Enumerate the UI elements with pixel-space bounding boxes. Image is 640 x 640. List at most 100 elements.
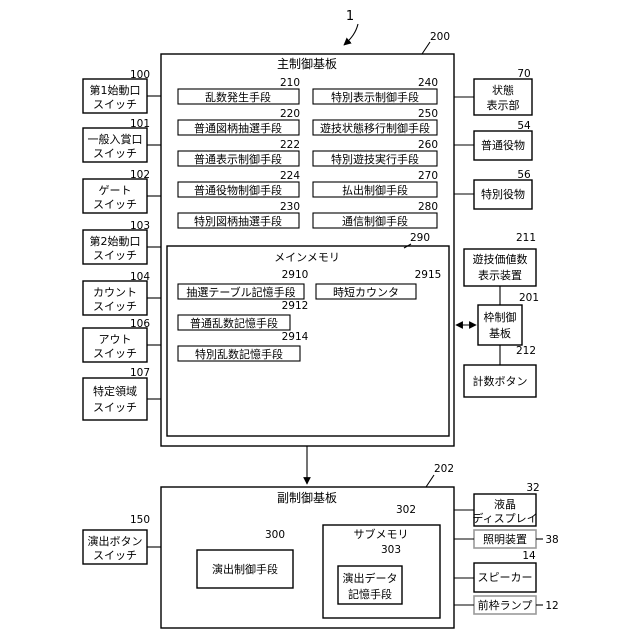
svg-text:スイッチ: スイッチ (93, 549, 137, 562)
main-output-column: 状態 表示部 70 普通役物 54 特別役物 56 (454, 68, 532, 209)
svg-text:普通表示制御手段: 普通表示制御手段 (194, 152, 282, 166)
switch-count: カウント スイッチ 104 (83, 271, 161, 315)
front-frame-lamp: 前枠ランプ 12 (454, 596, 559, 614)
svg-text:150: 150 (130, 514, 150, 526)
svg-text:2914: 2914 (282, 331, 309, 343)
svg-text:枠制御: 枠制御 (484, 310, 517, 324)
svg-text:スイッチ: スイッチ (93, 347, 137, 360)
svg-text:302: 302 (396, 504, 416, 516)
svg-text:乱数発生手段: 乱数発生手段 (205, 90, 271, 104)
svg-text:250: 250 (418, 108, 438, 120)
svg-text:230: 230 (280, 201, 300, 213)
svg-text:演出ボタン: 演出ボタン (88, 534, 143, 548)
svg-text:32: 32 (526, 482, 539, 494)
svg-text:液晶: 液晶 (494, 497, 516, 511)
main-memory-ref: 290 (410, 232, 430, 244)
svg-text:102: 102 (130, 169, 150, 181)
svg-text:普通役物: 普通役物 (481, 138, 525, 152)
svg-text:2915: 2915 (415, 269, 442, 281)
svg-text:280: 280 (418, 201, 438, 213)
main-board-title: 主制御基板 (277, 56, 337, 71)
svg-text:ゲート: ゲート (99, 184, 132, 197)
svg-text:払出制御手段: 払出制御手段 (342, 183, 408, 197)
lighting-device: 照明装置 38 (454, 530, 559, 548)
svg-text:演出データ: 演出データ (343, 571, 398, 585)
svg-text:スイッチ: スイッチ (93, 300, 137, 313)
svg-text:抽選テーブル記憶手段: 抽選テーブル記憶手段 (186, 285, 295, 299)
svg-text:前枠ランプ: 前枠ランプ (478, 598, 533, 612)
main-control-board: 主制御基板 200 乱数発生手段 210 普通図柄抽選手段 220 普通表示制御… (161, 31, 454, 446)
svg-text:ディスプレイ: ディスプレイ (472, 511, 537, 525)
svg-text:通信制御手段: 通信制御手段 (342, 214, 408, 228)
svg-text:サブメモリ: サブメモリ (354, 527, 409, 541)
svg-text:演出制御手段: 演出制御手段 (212, 562, 278, 576)
speaker: スピーカー 14 (454, 550, 536, 592)
svg-text:220: 220 (280, 108, 300, 120)
svg-text:303: 303 (381, 544, 401, 556)
output-status-display: 状態 表示部 70 (454, 68, 532, 115)
svg-text:アウト: アウト (99, 333, 132, 346)
svg-text:2910: 2910 (282, 269, 309, 281)
svg-text:260: 260 (418, 139, 438, 151)
input-switch-column: 第1始動口 スイッチ 100 一般入賞口 スイッチ 101 ゲート スイッチ 1… (83, 69, 161, 420)
switch-gate: ゲート スイッチ 102 (83, 169, 161, 213)
svg-text:第2始動口: 第2始動口 (90, 234, 141, 248)
svg-text:特別図柄抽選手段: 特別図柄抽選手段 (194, 214, 282, 228)
svg-text:240: 240 (418, 77, 438, 89)
svg-text:38: 38 (545, 534, 558, 546)
svg-text:224: 224 (280, 170, 300, 182)
sub-control-board: 副制御基板 202 演出制御手段 300 サブメモリ 302 演出データ 記憶手… (161, 463, 454, 628)
svg-text:基板: 基板 (489, 326, 511, 340)
svg-text:14: 14 (522, 550, 536, 562)
svg-text:107: 107 (130, 367, 150, 379)
main-board-ref-leader (422, 42, 430, 54)
svg-text:103: 103 (130, 220, 150, 232)
svg-text:記憶手段: 記憶手段 (348, 587, 392, 601)
switch-second-start: 第2始動口 スイッチ 103 (83, 220, 161, 264)
frame-control-board: 枠制御 基板 201 (478, 292, 539, 345)
main-board-ref: 200 (430, 31, 450, 43)
sub-board-ref: 202 (434, 463, 454, 475)
svg-text:計数ボタン: 計数ボタン (473, 374, 528, 388)
svg-text:201: 201 (519, 292, 539, 304)
svg-text:状態: 状態 (492, 83, 514, 97)
frame-control-group: 遊技価値数 表示装置 211 枠制御 基板 201 計数ボタン 212 (456, 232, 539, 397)
svg-text:54: 54 (517, 120, 531, 132)
sub-board-title: 副制御基板 (277, 490, 337, 505)
sub-output-column: 液晶 ディスプレイ 32 照明装置 38 スピーカー 14 前枠ランプ 12 (454, 482, 559, 614)
svg-text:300: 300 (265, 529, 285, 541)
svg-text:スイッチ: スイッチ (93, 147, 137, 160)
lcd-display: 液晶 ディスプレイ 32 (454, 482, 540, 526)
svg-text:表示部: 表示部 (487, 98, 520, 112)
svg-text:特別役物: 特別役物 (481, 187, 525, 201)
effect-button-switch: 演出ボタン スイッチ 150 (83, 514, 161, 564)
figure-ref-label: 1 (346, 9, 354, 24)
game-value-display: 遊技価値数 表示装置 211 (464, 232, 536, 286)
svg-text:270: 270 (418, 170, 438, 182)
svg-text:222: 222 (280, 139, 300, 151)
svg-text:特別乱数記憶手段: 特別乱数記憶手段 (195, 347, 283, 361)
output-normal-accessory: 普通役物 54 (454, 120, 532, 160)
svg-text:スイッチ: スイッチ (93, 98, 137, 111)
svg-text:第1始動口: 第1始動口 (90, 83, 141, 97)
svg-text:特定領域: 特定領域 (93, 384, 137, 398)
svg-text:普通役物制御手段: 普通役物制御手段 (194, 183, 282, 197)
svg-text:特別表示制御手段: 特別表示制御手段 (331, 90, 419, 104)
svg-text:時短カウンタ: 時短カウンタ (333, 285, 399, 299)
switch-out: アウト スイッチ 106 (83, 318, 161, 362)
main-memory-title: メインメモリ (274, 251, 340, 264)
svg-text:特別遊技実行手段: 特別遊技実行手段 (331, 152, 419, 166)
svg-text:普通図柄抽選手段: 普通図柄抽選手段 (194, 121, 282, 135)
svg-text:211: 211 (516, 232, 536, 244)
svg-text:スイッチ: スイッチ (93, 249, 137, 262)
svg-text:104: 104 (130, 271, 150, 283)
svg-text:カウント: カウント (93, 286, 137, 299)
output-special-accessory: 特別役物 56 (454, 169, 532, 209)
svg-text:表示装置: 表示装置 (478, 268, 522, 282)
svg-text:56: 56 (517, 169, 531, 181)
svg-text:スピーカー: スピーカー (478, 571, 533, 584)
svg-text:2912: 2912 (282, 300, 309, 312)
svg-text:一般入賞口: 一般入賞口 (88, 133, 143, 146)
switch-first-start: 第1始動口 スイッチ 100 (83, 69, 161, 113)
